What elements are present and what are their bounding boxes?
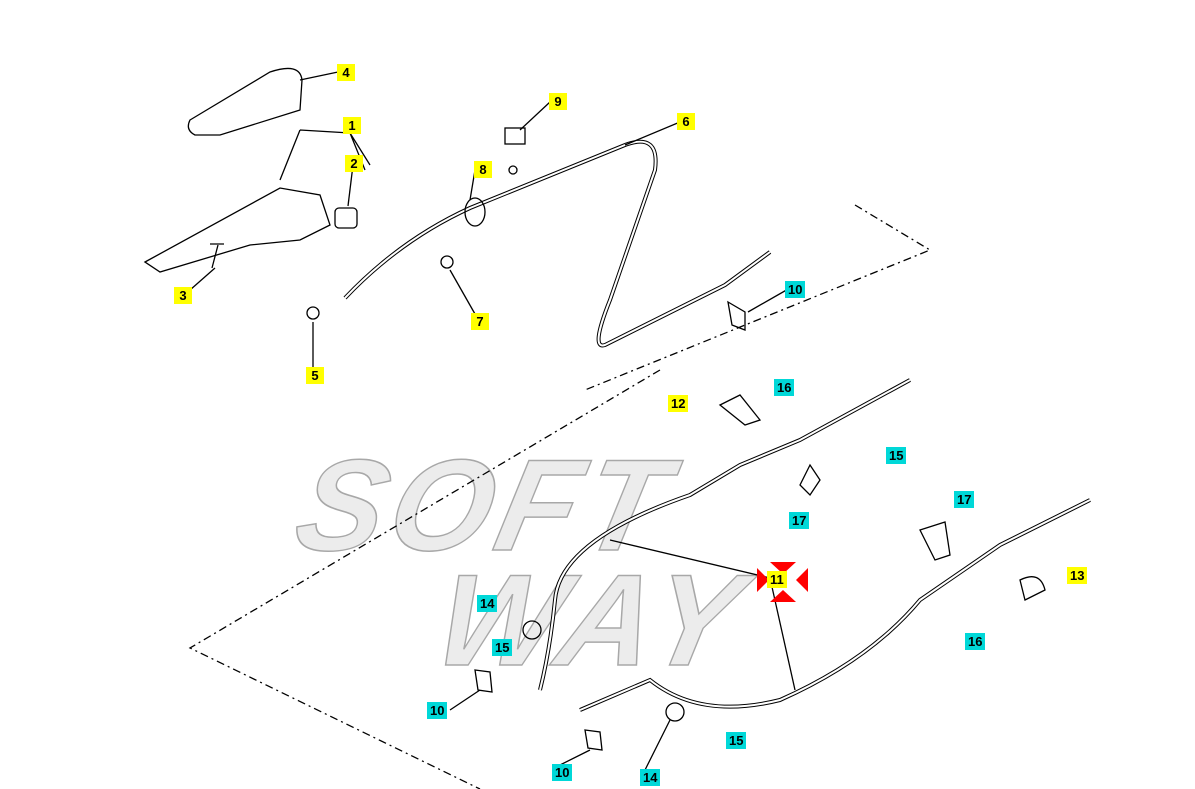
callout-8[interactable]: 8 [474,161,492,178]
nut-7 [440,255,454,269]
callout-6[interactable]: 6 [677,113,695,130]
clip-12 [718,394,762,426]
clamp-14-b [665,702,685,722]
brake-lever-part [143,187,331,273]
clip-17-b [919,521,951,561]
callout-10[interactable]: 10 [552,764,573,781]
clip-part-9 [504,127,526,145]
callout-3[interactable]: 3 [174,287,192,304]
callout-2[interactable]: 2 [345,155,363,172]
callout-16[interactable]: 16 [965,633,986,650]
callout-17[interactable]: 17 [789,512,810,529]
callout-12[interactable]: 12 [668,395,689,412]
callout-10[interactable]: 10 [427,702,448,719]
callout-15[interactable]: 15 [726,732,747,749]
callout-7[interactable]: 7 [471,313,489,330]
lever-cover-part [187,67,303,136]
clip-13 [1019,576,1046,601]
clip-17-a [799,463,821,497]
callout-17[interactable]: 17 [954,491,975,508]
callout-9[interactable]: 9 [549,93,567,110]
clamp-14-a [522,620,542,640]
lower-boundary-line [188,369,661,789]
callout-14[interactable]: 14 [640,769,661,786]
callout-15[interactable]: 15 [492,639,513,656]
switch-part [334,207,358,229]
callout-14[interactable]: 14 [477,595,498,612]
callout-15[interactable]: 15 [886,447,907,464]
cable-grommet [464,197,486,227]
callout-4[interactable]: 4 [337,64,355,81]
callout-11-selected[interactable]: 11 [767,571,787,588]
bracket-10-upper [727,300,746,331]
callout-13[interactable]: 13 [1067,567,1088,584]
callout-5[interactable]: 5 [306,367,324,384]
callout-10[interactable]: 10 [785,281,806,298]
nut-5 [306,306,320,320]
callout-16[interactable]: 16 [774,379,795,396]
callout-1[interactable]: 1 [343,117,361,134]
